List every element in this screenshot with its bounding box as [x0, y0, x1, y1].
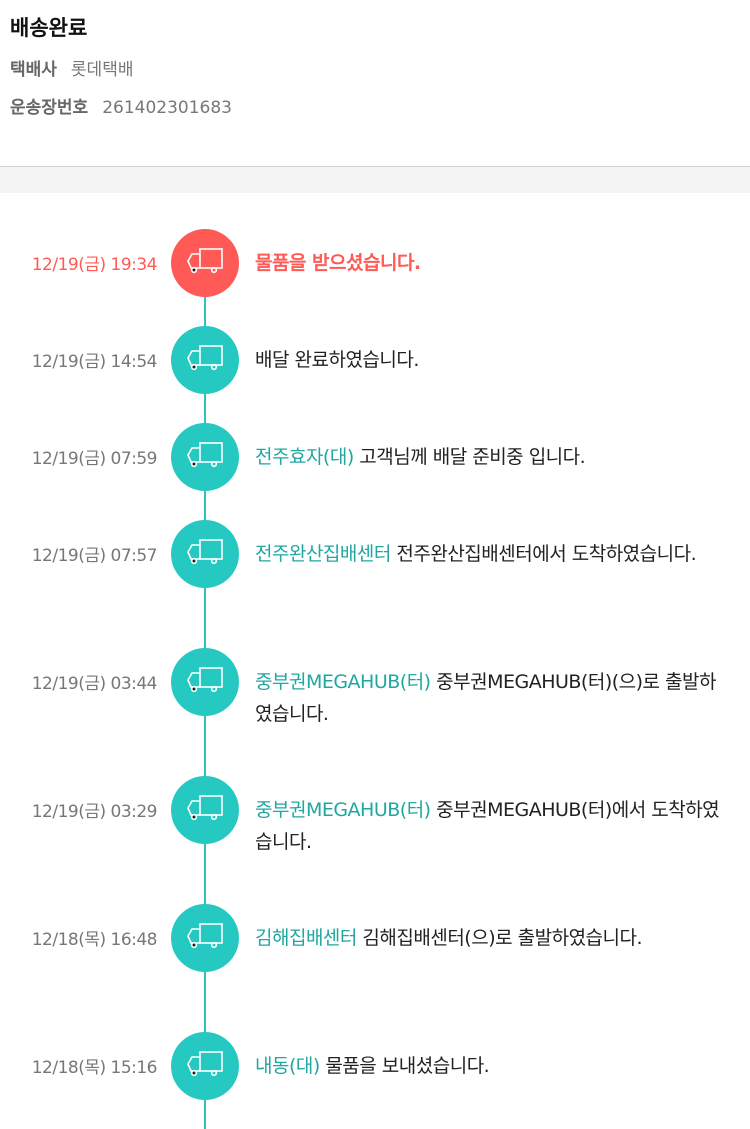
- event-text: 김해집배센터(으)로 출발하였습니다.: [362, 927, 643, 949]
- event-date: 12/19(금) 14:54: [31, 352, 158, 372]
- event-message: 전주효자(대) 고객님께 배달 준비중 입니다.: [255, 423, 725, 473]
- event-marker: [171, 648, 239, 716]
- event-message: 김해집배센터 김해집배센터(으)로 출발하였습니다.: [255, 904, 725, 954]
- event-marker: [171, 326, 239, 394]
- event-location: 중부권MEGAHUB(터): [255, 671, 437, 693]
- truck-icon: [185, 921, 225, 955]
- event-marker: [171, 904, 239, 972]
- event-date: 12/19(금) 19:34: [31, 255, 158, 275]
- delivery-status-title: 배송완료: [10, 16, 88, 40]
- event-marker: [171, 423, 239, 491]
- truck-icon: [185, 793, 225, 827]
- event-text: 중부권MEGAHUB(터)에서 도착하였습니다.: [255, 799, 720, 853]
- truck-icon: [185, 246, 225, 280]
- courier-value: 롯데택배: [70, 60, 134, 80]
- truck-icon: [185, 1049, 225, 1083]
- timeline-event: 12/19(금) 07:57 전주완산집배센터 전주완산집배센터에서 도착하였습…: [0, 520, 750, 648]
- truck-icon: [185, 343, 225, 377]
- timeline-event: 12/19(금) 03:44 중부권MEGAHUB(터) 중부권MEGAHUB(…: [0, 648, 750, 776]
- event-message: 중부권MEGAHUB(터) 중부권MEGAHUB(터)(으)로 출발하였습니다.: [255, 648, 725, 730]
- event-location: 내동(대): [255, 1055, 326, 1077]
- event-message: 중부권MEGAHUB(터) 중부권MEGAHUB(터)에서 도착하였습니다.: [255, 776, 725, 858]
- event-text: 전주완산집배센터에서 도착하였습니다.: [396, 543, 697, 565]
- event-marker: [171, 520, 239, 588]
- tracking-label: 운송장번호: [10, 98, 89, 118]
- event-marker: [171, 1032, 239, 1100]
- event-message: 물품을 받으셨습니다.: [255, 229, 725, 279]
- delivery-header: 배송완료 택배사 롯데택배 운송장번호 261402301683: [0, 0, 750, 167]
- timeline-event: 12/19(금) 19:34 물품을 받으셨습니다.: [0, 229, 750, 326]
- event-date: 12/18(목) 15:16: [31, 1058, 158, 1078]
- event-date: 12/19(금) 03:44: [31, 674, 158, 694]
- timeline-event: 12/19(금) 14:54 배달 완료하였습니다.: [0, 326, 750, 423]
- timeline-event: 12/19(금) 07:59 전주효자(대) 고객님께 배달 준비중 입니다.: [0, 423, 750, 520]
- truck-icon: [185, 440, 225, 474]
- event-location: 전주완산집배센터: [255, 543, 397, 565]
- tracking-number: 261402301683: [102, 98, 232, 118]
- event-date: 12/19(금) 03:29: [31, 802, 158, 822]
- event-location: 중부권MEGAHUB(터): [255, 799, 437, 821]
- courier-label: 택배사: [10, 60, 57, 80]
- event-text: 고객님께 배달 준비중 입니다.: [359, 446, 586, 468]
- truck-icon: [185, 665, 225, 699]
- event-message: 내동(대) 물품을 보내셨습니다.: [255, 1032, 725, 1082]
- event-date: 12/19(금) 07:59: [31, 449, 158, 469]
- event-date: 12/18(목) 16:48: [31, 930, 158, 950]
- event-message: 배달 완료하였습니다.: [255, 326, 725, 376]
- event-location: 김해집배센터: [255, 927, 363, 949]
- event-text: 물품을 받으셨습니다.: [255, 252, 421, 274]
- event-location: 전주효자(대): [255, 446, 360, 468]
- truck-icon: [185, 537, 225, 571]
- event-text: 배달 완료하였습니다.: [255, 349, 419, 371]
- timeline-event: 12/18(목) 15:16 내동(대) 물품을 보내셨습니다.: [0, 1032, 750, 1129]
- courier-info: 택배사 롯데택배: [10, 56, 740, 84]
- event-marker: [171, 229, 239, 297]
- tracking-info: 운송장번호 261402301683: [10, 94, 740, 122]
- event-date: 12/19(금) 07:57: [31, 546, 158, 566]
- tracking-timeline: 12/19(금) 19:34 물품을 받으셨습니다. 12/19(금) 14:5…: [0, 193, 750, 1129]
- timeline-event: 12/18(목) 16:48 김해집배센터 김해집배센터(으)로 출발하였습니다…: [0, 904, 750, 1032]
- event-message: 전주완산집배센터 전주완산집배센터에서 도착하였습니다.: [255, 520, 725, 570]
- event-marker: [171, 776, 239, 844]
- timeline-event: 12/19(금) 03:29 중부권MEGAHUB(터) 중부권MEGAHUB(…: [0, 776, 750, 904]
- event-text: 중부권MEGAHUB(터)(으)로 출발하였습니다.: [255, 671, 717, 725]
- event-text: 물품을 보내셨습니다.: [325, 1055, 490, 1077]
- section-divider: [0, 167, 750, 193]
